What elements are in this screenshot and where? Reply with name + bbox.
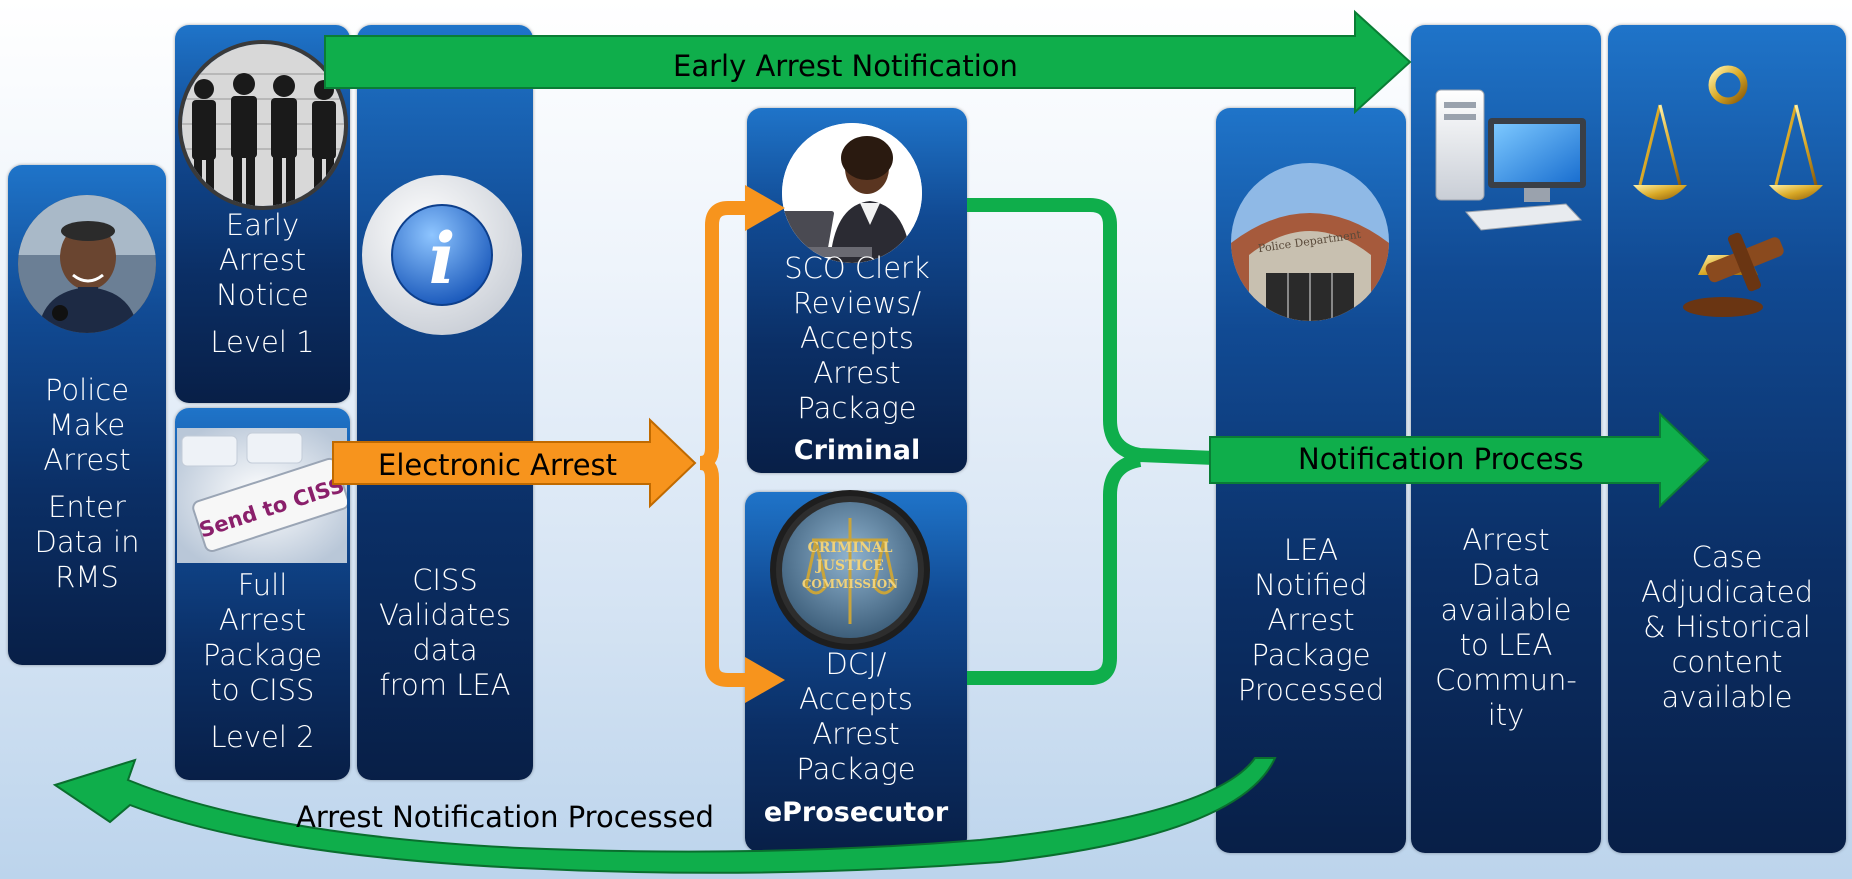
case-adjudicated-panel: Case Adjudicated & Historical content av… (1608, 25, 1846, 853)
seal-text-3: COMMISSION (802, 577, 898, 591)
ciss-text-3: data (412, 633, 478, 667)
lea-text-4: Package (1251, 638, 1371, 672)
lea-text-5: Processed (1237, 673, 1385, 707)
electronic-arrest-label: Electronic Arrest (378, 448, 618, 482)
sco-text-3: Accepts (800, 321, 914, 355)
arrest-data-text-3: available (1440, 593, 1572, 627)
ciss-validates-panel: i CISS Validates data from LEA (357, 25, 533, 780)
early-notification-label: Early Arrest Notification (673, 49, 1018, 83)
computer-icon (1426, 80, 1591, 245)
merge-bracket (967, 198, 1216, 685)
arrest-processed-label: Arrest Notification Processed (296, 800, 714, 834)
seal-text-2: JUSTICE (814, 558, 884, 574)
full-arrest-package-panel: Send to CISS Full Arrest Package to CISS… (175, 408, 350, 780)
police-text-3: Arrest (43, 443, 131, 477)
full-text-2: Arrest (218, 603, 307, 637)
eprosecutor-label: eProsecutor (763, 797, 949, 828)
svg-text:i: i (429, 217, 456, 300)
lea-text-3: Arrest (1267, 603, 1355, 637)
early-level-label: Level 1 (210, 325, 315, 359)
full-level-label: Level 2 (210, 720, 315, 754)
dcj-text-3: Arrest (812, 717, 900, 751)
case-text-1: Case (1691, 540, 1763, 574)
send-to-ciss-key: Send to CISS (177, 428, 350, 563)
sco-text-4: Arrest (813, 356, 901, 390)
notification-process-label: Notification Process (1298, 442, 1584, 476)
dcj-text-2: Accepts (799, 682, 913, 716)
sco-clerk-panel: SCO Clerk Reviews/ Accepts Arrest Packag… (747, 108, 967, 473)
ciss-text-2: Validates (379, 598, 511, 632)
case-text-4: content (1671, 645, 1783, 679)
early-arrest-notice-panel: Early Arrest Notice Level 1 (175, 25, 350, 403)
lea-text-2: Notified (1254, 568, 1368, 602)
police-arrest-panel: Police Make Arrest Enter Data in RMS (8, 165, 166, 665)
early-text-2: Arrest (218, 243, 307, 277)
scales-of-justice-icon (1628, 45, 1828, 320)
arrest-data-panel: Arrest Data available to LEA Commun- ity (1411, 25, 1601, 853)
clerk-photo (782, 123, 922, 263)
dcj-panel: CRIMINAL JUSTICE COMMISSION DCJ/ Accepts… (745, 490, 967, 852)
sco-text-5: Package (797, 391, 917, 425)
ciss-text-1: CISS (412, 563, 478, 597)
arrest-data-text-4: to LEA (1459, 628, 1553, 662)
police-text-2: Make (48, 408, 126, 442)
lea-text-1: LEA (1283, 533, 1339, 567)
police-text-1: Police (44, 373, 130, 407)
split-bracket (699, 201, 748, 687)
police-text-6: RMS (55, 560, 119, 594)
case-text-2: Adjudicated (1641, 575, 1813, 609)
dcj-text-1: DCJ/ (825, 647, 887, 681)
criminal-system-label: Criminal (793, 435, 921, 466)
full-text-1: Full (237, 568, 288, 602)
arrest-data-text-5: Commun- (1435, 663, 1577, 697)
police-officer-photo (18, 195, 156, 333)
early-text-3: Notice (216, 278, 309, 312)
full-text-3: Package (202, 638, 323, 672)
sco-text-1: SCO Clerk (784, 251, 930, 285)
police-text-4: Enter (48, 490, 126, 524)
early-text-1: Early (225, 208, 300, 242)
info-icon: i (360, 173, 525, 338)
case-text-3: & Historical (1643, 610, 1811, 644)
case-text-5: available (1661, 680, 1793, 714)
arrest-data-text-2: Data (1471, 558, 1541, 592)
cjc-seal: CRIMINAL JUSTICE COMMISSION (770, 490, 930, 650)
lea-notified-panel: Police Department LEA Notified Arrest Pa… (1216, 108, 1406, 853)
arrest-data-text-1: Arrest (1462, 523, 1550, 557)
arrest-data-text-6: ity (1487, 698, 1525, 732)
police-text-5: Data in (34, 525, 140, 559)
ciss-text-4: from LEA (379, 668, 511, 702)
lineup-photo (178, 40, 348, 210)
seal-text-1: CRIMINAL (808, 540, 893, 556)
dcj-text-4: Package (796, 752, 916, 786)
sco-text-2: Reviews/ (792, 286, 922, 320)
police-building-photo: Police Department (1231, 163, 1389, 321)
full-text-4: to CISS (210, 673, 315, 707)
